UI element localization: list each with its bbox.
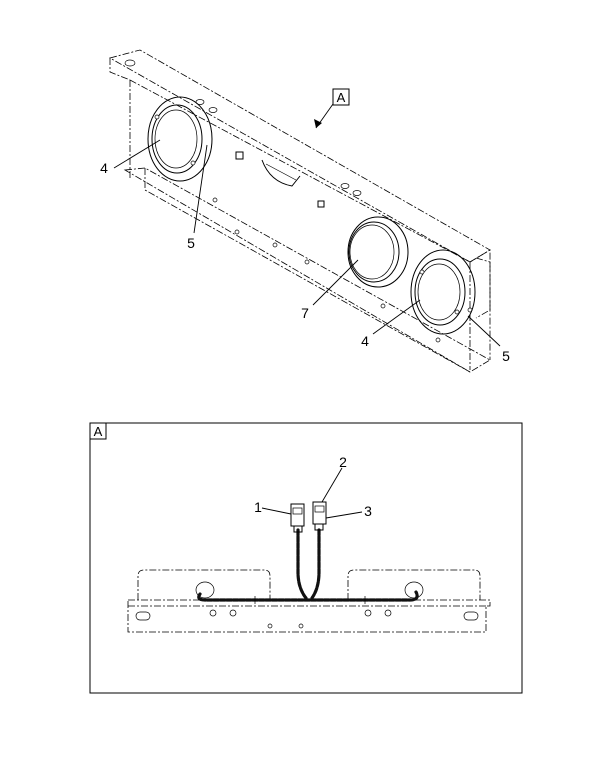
callout-2: 2: [339, 454, 347, 470]
callout-5-right: 5: [502, 348, 510, 364]
bracket-assembly: [108, 49, 501, 373]
callout-4-left: 4: [100, 160, 108, 176]
callout-4-right: 4: [361, 333, 369, 349]
connector-2: [312, 501, 327, 531]
lamp-center: [347, 216, 409, 288]
callout-3: 3: [364, 503, 372, 519]
view-marker-detail: A: [94, 424, 103, 439]
connector-1: [290, 503, 305, 533]
callout-1: 1: [254, 499, 262, 515]
callout-5-left: 5: [187, 235, 195, 251]
callout-7: 7: [301, 305, 309, 321]
lamp-right: [410, 249, 476, 335]
lamp-left: [147, 96, 213, 182]
detail-a: [89, 422, 523, 694]
view-marker-top: A: [337, 90, 346, 105]
